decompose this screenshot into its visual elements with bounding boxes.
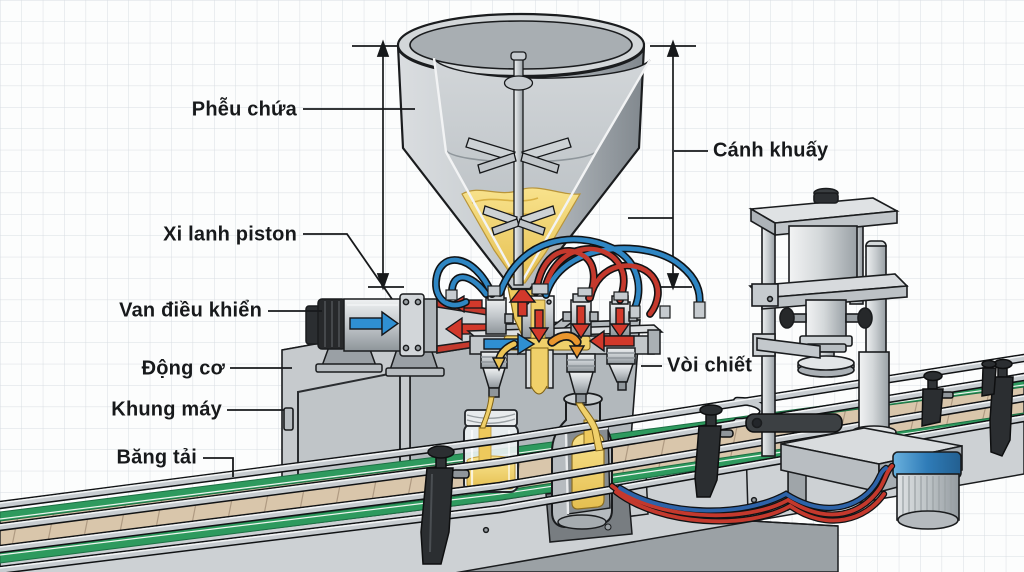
flow-arrows: [483, 284, 635, 372]
flow-arrow-blue-right: [349, 310, 400, 337]
clamp-right-3: [981, 359, 997, 397]
liquid-stream-jar: [479, 396, 495, 429]
pneumatic-tubes: [432, 235, 706, 319]
label-machine-frame: Khung máy: [111, 398, 222, 421]
clamp-large-left: [420, 445, 470, 565]
label-control-valve: Van điều khiển: [119, 299, 262, 322]
bottle-clamps: [420, 358, 1014, 565]
capping-press: [745, 187, 963, 494]
clamp-right-1: [921, 370, 954, 427]
label-piston-cylinder: Xi lanh piston: [163, 223, 297, 246]
pneumatic-cables: [608, 462, 896, 525]
filling-nozzles: [480, 347, 636, 404]
label-leaders: [203, 108, 708, 477]
liquid-channel-v: [530, 347, 549, 389]
control-valve-bellows: [305, 298, 347, 350]
label-conveyor: Băng tải: [116, 446, 197, 469]
liquid-stream-bottle: [575, 402, 604, 452]
clamp-mid: [694, 404, 734, 498]
filling-jar: [463, 409, 519, 493]
press-motor: [892, 451, 962, 530]
label-motor: Động cơ: [141, 357, 225, 380]
hopper-funnel: [396, 12, 652, 291]
stirrer: [465, 51, 572, 286]
label-stirrer: Cánh khuấy: [713, 139, 829, 162]
label-nozzle: Vòi chiết: [667, 354, 753, 377]
label-hopper: Phễu chứa: [191, 98, 297, 121]
tube-fittings: [445, 283, 706, 319]
